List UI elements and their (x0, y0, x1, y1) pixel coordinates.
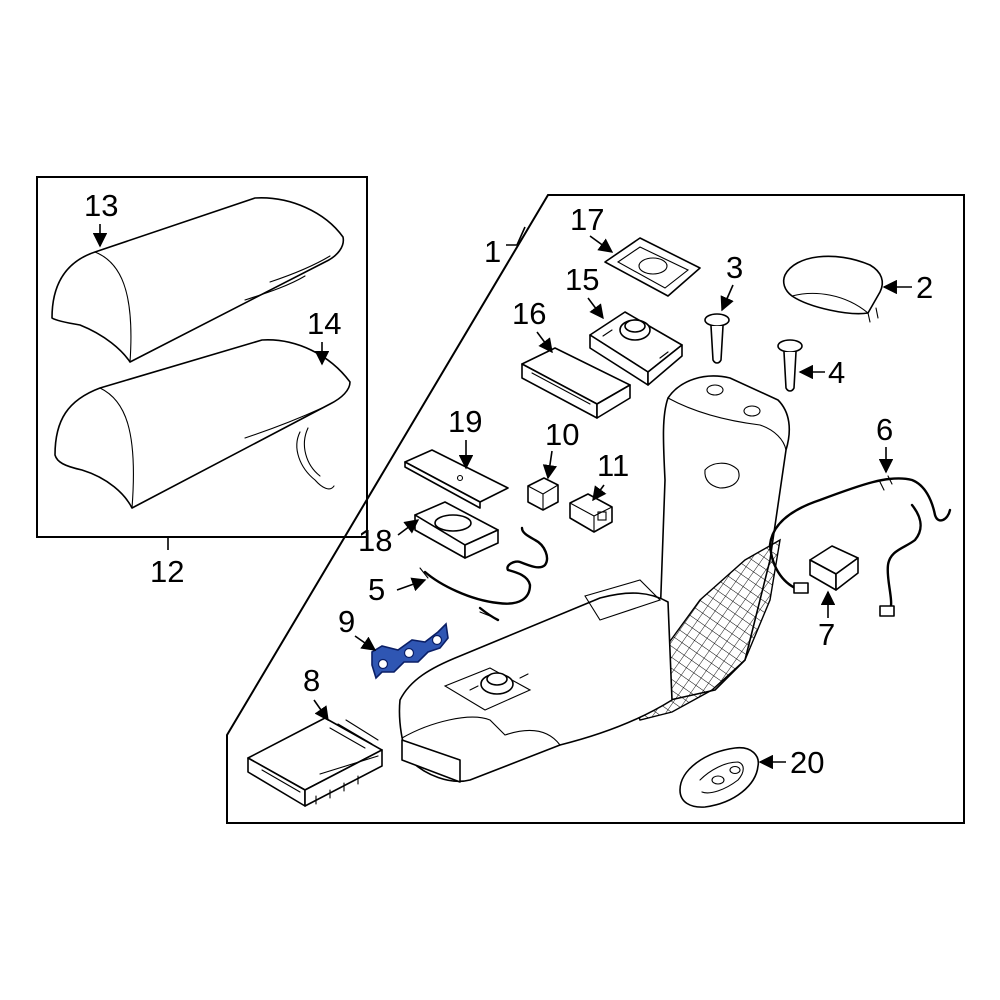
console-assembly-frame (226, 194, 965, 824)
callout-7: 7 (818, 617, 835, 652)
end-cap (782, 255, 884, 323)
callout-19: 19 (448, 404, 482, 439)
wiring-harness-6 (768, 475, 952, 617)
leader-lines (92, 224, 912, 770)
callout-8: 8 (303, 663, 320, 698)
speaker-module (414, 501, 499, 559)
callout-17: 17 (570, 202, 604, 237)
callout-18: 18 (358, 523, 392, 558)
callout-4: 4 (828, 355, 845, 390)
wiring-harness-5 (419, 526, 549, 622)
switch-panel-20 (679, 746, 760, 808)
callout-13: 13 (84, 188, 118, 223)
armrest-cover-upper (51, 197, 345, 363)
callout-11: 11 (597, 448, 629, 483)
switch-11 (569, 493, 613, 533)
storage-mat (604, 237, 701, 297)
callout-3: 3 (726, 250, 743, 285)
callout-9: 9 (338, 604, 355, 639)
connector-7 (809, 545, 859, 591)
callout-20: 20 (790, 745, 824, 780)
callout-15: 15 (565, 262, 599, 297)
compartment-lid (404, 449, 509, 509)
control-unit-box (521, 347, 631, 419)
callout-16: 16 (512, 296, 546, 331)
callout-2: 2 (916, 270, 933, 305)
fastener-pin-4 (777, 339, 803, 392)
center-console-body (398, 375, 791, 783)
fastener-pin-3 (704, 313, 730, 364)
callout-5: 5 (368, 572, 385, 607)
switch-10 (527, 477, 559, 511)
callout-1: 1 (484, 234, 501, 269)
callout-10: 10 (545, 417, 579, 452)
callout-6: 6 (876, 412, 893, 447)
armrest-inset-frame (36, 176, 368, 538)
controller-module (589, 311, 683, 386)
bracket-highlighted[interactable] (371, 622, 449, 680)
callout-12: 12 (150, 554, 184, 589)
callout-14: 14 (307, 306, 341, 341)
electronic-module-8 (247, 717, 383, 807)
armrest-cover-lower (54, 339, 351, 509)
